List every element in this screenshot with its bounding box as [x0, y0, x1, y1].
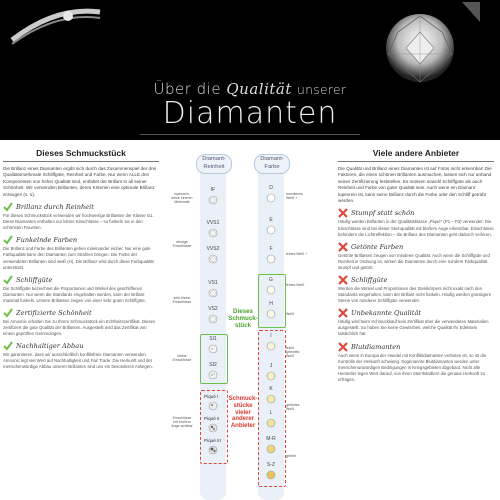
quality-scale-graphic: Diamant-Reinheit Diamant-Farbe IF VVS1 V…	[162, 140, 336, 500]
diamond-icon	[208, 423, 218, 433]
color-grade: L	[269, 410, 273, 416]
cross-icon	[338, 241, 348, 252]
diamond-photo	[386, 2, 480, 83]
right-item-schliff: Schliffgüte Werden die Winkel und Propor…	[338, 275, 492, 304]
check-icon	[3, 308, 13, 318]
color-grade: I	[270, 333, 272, 339]
color-grade: D	[269, 185, 273, 191]
left-title: Dieses Schmuckstück	[36, 148, 126, 158]
color-grade: H	[269, 301, 273, 307]
others-clarity-highlight	[200, 390, 228, 464]
this-piece-label: Dieses Schmuck-stück	[228, 308, 258, 329]
right-item-getoent: Getönte Farben Getönte Brillanten zeugen…	[338, 241, 490, 270]
clarity-grade: Piqué I	[204, 394, 219, 399]
header-divider	[140, 134, 360, 135]
diamond-icon	[266, 309, 276, 319]
header-banner: Über die Qualität unserer Diamanten	[0, 0, 500, 140]
others-color-highlight	[258, 330, 286, 487]
diamond-icon	[266, 371, 276, 381]
ring-image	[10, 8, 101, 45]
diamond-icon	[208, 445, 218, 455]
clarity-grade: SI1	[209, 336, 217, 342]
left-column: Dieses Schmuckstück Die Brillanz eines D…	[3, 148, 159, 371]
clarity-grade: VVS2	[206, 246, 220, 252]
diamond-icon	[208, 401, 218, 411]
color-grade: E	[269, 217, 273, 223]
diamond-icon	[266, 225, 276, 235]
right-item-stumpf: Stumpf statt schön Häufig werden Brillan…	[338, 208, 494, 237]
color-grade: J	[269, 363, 273, 369]
diamond-icon	[208, 314, 218, 324]
clarity-desc: kleine Einschlüsse	[172, 354, 192, 363]
diamond-icon	[266, 418, 276, 428]
color-grade: S-Z	[266, 462, 276, 468]
color-desc: leicht getöntes Weiß	[286, 346, 300, 358]
cross-icon	[338, 275, 348, 285]
left-item-reinheit: Brillanz durch Reinheit Für dieses Schmu…	[3, 202, 154, 231]
color-grade: F	[269, 246, 273, 252]
left-item-zertifikat: Zertifizierte Schönheit Bei Amoonic erha…	[3, 308, 156, 337]
right-item-blutdiamanten: Blutdiamanten Auch wenn in Europa der Ha…	[338, 341, 487, 382]
clarity-grade: VVS1	[206, 220, 220, 226]
right-divider	[338, 161, 494, 162]
check-icon	[3, 235, 13, 245]
clarity-grade: IF	[210, 187, 216, 193]
clarity-grade: VS2	[208, 306, 218, 312]
clarity-grade: SI2	[209, 362, 217, 368]
diamond-icon	[208, 370, 218, 380]
cross-icon	[338, 308, 348, 319]
left-item-farben: Funkelnde Farben Die Brillanz und Farbe …	[3, 235, 154, 270]
diamond-icon	[266, 254, 276, 264]
right-intro: Die Qualität und Brillanz eines Diamante…	[338, 166, 492, 204]
diamond-icon	[208, 254, 218, 264]
clarity-desc: sehr kleine Einschlüsse	[172, 296, 192, 305]
cross-icon	[338, 208, 348, 219]
left-item-schliff: Schliffgüte Die Schliffgüte bezeichnet d…	[3, 275, 146, 303]
clarity-desc: Einschlüsse mit bloßem Auge sichtbar	[171, 416, 193, 429]
color-desc: hochfeines Weiß +	[286, 192, 303, 200]
left-item-abbau: Nachhaltiger Abbau Wir garantieren, dass…	[3, 341, 153, 370]
color-desc: getöntes Weiß	[286, 403, 300, 411]
header-title: Diamanten	[162, 96, 338, 131]
this-piece-color-highlight	[258, 274, 286, 328]
this-piece-clarity-highlight	[200, 334, 228, 384]
check-icon	[3, 275, 13, 285]
clarity-header: Diamant-Reinheit	[196, 154, 232, 174]
color-header: Diamant-Farbe	[254, 154, 290, 174]
diamond-icon	[208, 344, 218, 354]
left-divider	[3, 161, 159, 162]
diamond-icon	[266, 444, 276, 454]
others-label: Schmuck-stücke vieler anderer Anbieter	[228, 396, 258, 430]
diamond-icon	[208, 228, 218, 238]
left-intro: Die Brillanz eines Diamanten ergibt sich…	[3, 166, 157, 197]
diamond-icon	[266, 193, 276, 203]
clarity-desc: lupenrein, keine inneren Merkmale	[171, 192, 193, 205]
color-grade: G	[269, 277, 273, 283]
diamond-icon	[266, 394, 276, 404]
right-title: Viele andere Anbieter	[372, 148, 460, 158]
clarity-desc: winzige Einschlüsse	[172, 240, 192, 249]
color-desc: Weiß	[286, 312, 295, 316]
right-item-unbekannt: Unbekannte Qualität Häufig wird beim Sch…	[338, 308, 489, 337]
color-desc: feines Weiß	[286, 283, 305, 287]
color-desc: getönt	[286, 454, 296, 458]
diamond-icon	[208, 288, 218, 298]
diamond-icon	[266, 285, 276, 295]
check-icon	[3, 202, 13, 212]
diamond-icon	[266, 341, 276, 351]
color-desc: feines Weiß +	[286, 252, 308, 256]
cross-icon	[338, 341, 348, 352]
check-icon	[3, 341, 13, 351]
clarity-scale-bar	[200, 154, 226, 500]
clarity-grade: VS1	[208, 280, 218, 286]
color-grade: K	[269, 386, 273, 392]
color-grade: M-R	[266, 436, 276, 442]
right-column: Viele andere Anbieter Die Qualität und B…	[338, 148, 494, 383]
header-subtitle: Über die Qualität unserer	[153, 80, 347, 98]
clarity-grade: Piqué III	[204, 438, 221, 443]
diamond-icon	[266, 470, 276, 480]
diamond-icon	[208, 195, 218, 205]
clarity-grade: Piqué II	[204, 416, 220, 421]
